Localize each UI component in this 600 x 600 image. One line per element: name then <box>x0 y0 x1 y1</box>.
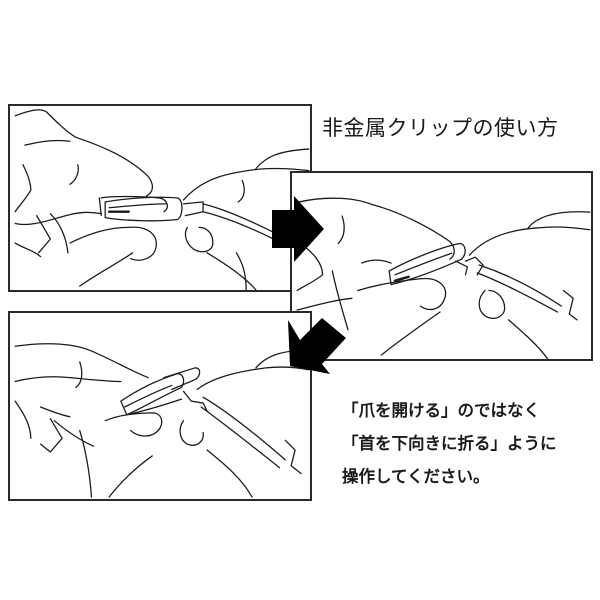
hands-clip-tilting-drawing <box>296 197 591 359</box>
step-1-illustration <box>8 104 312 292</box>
step-2-illustration <box>290 171 593 361</box>
step-3-illustration <box>8 311 312 501</box>
arrow-down-left-icon <box>288 318 346 374</box>
hands-clip-folded-drawing <box>14 343 310 498</box>
page-title: 非金属クリップの使い方 <box>322 116 559 140</box>
arrow-right-icon <box>272 196 324 262</box>
note-line-1: 「爪を開ける」のではなく <box>342 401 540 420</box>
note-line-3: 操作してください。 <box>342 467 490 486</box>
note-line-2: 「首を下向きに折る」ように <box>342 434 557 453</box>
instruction-note: 「爪を開ける」のではなく 「首を下向きに折る」ように 操作してください。 <box>342 394 557 493</box>
hands-clip-closed-drawing <box>14 109 310 290</box>
